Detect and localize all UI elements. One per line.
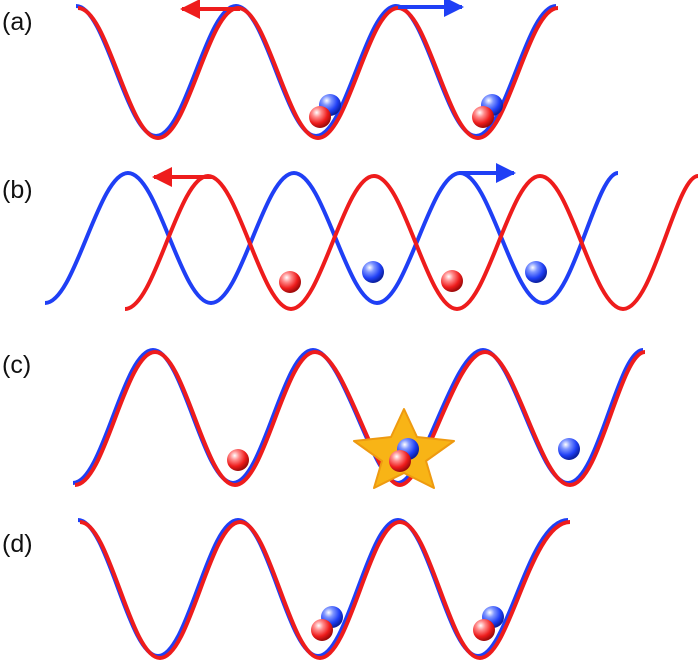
red-atom: [472, 106, 494, 128]
panel-b: [44, 163, 699, 312]
red-lattice-potential-d: [79, 519, 571, 661]
red-atom: [389, 450, 411, 472]
red-atom: [441, 270, 463, 292]
red-lattice-potential-a: [77, 5, 559, 141]
red-atom: [227, 449, 249, 471]
red-atom: [473, 619, 495, 641]
blue-atom: [558, 438, 580, 460]
red-lattice-potential-c: [74, 349, 646, 488]
panel-d: [77, 517, 571, 661]
red-atom: [279, 271, 301, 293]
blue-atom: [525, 261, 547, 283]
blue-lattice-potential-b: [44, 170, 619, 306]
panel-label-d: (d): [2, 530, 33, 558]
red-lattice-potential-b: [124, 173, 699, 312]
panel-c: [72, 347, 646, 489]
red-atom: [311, 619, 333, 641]
blue-atom: [362, 261, 384, 283]
panel-label-b: (b): [2, 176, 33, 204]
panel-a: [75, 0, 559, 141]
red-atom: [309, 106, 331, 128]
panel-label-a: (a): [2, 8, 33, 36]
panel-label-c: (c): [2, 351, 31, 379]
